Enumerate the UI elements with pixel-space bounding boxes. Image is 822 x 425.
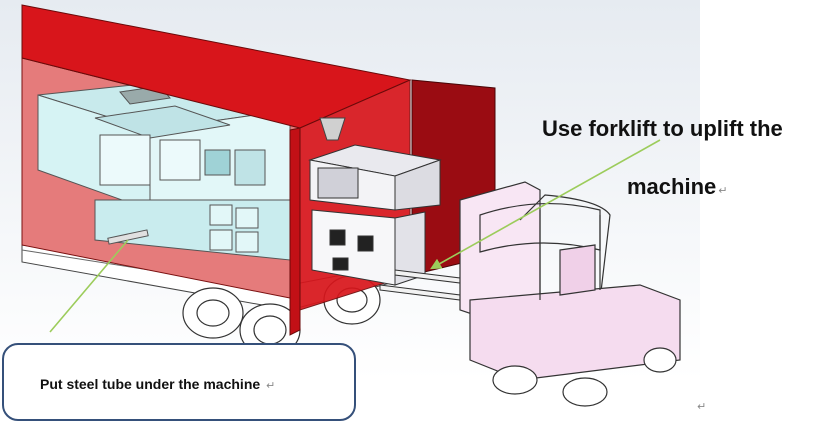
forklift-label-line-1: Use forklift to uplift the [542,116,783,142]
container-left-door [290,128,300,335]
tube-label: Put steel tube under the machine ↵ [40,376,275,392]
return-mark: ↵ [697,400,706,413]
return-mark: ↵ [718,185,727,197]
forklift-label-text: machine [627,174,716,199]
forklift-label-line-2: machine↵ [627,174,727,200]
tube-label-text: Put steel tube under the machine [40,376,260,392]
return-mark: ↵ [266,380,275,392]
tube-callout-box: Put steel tube under the machine ↵ [2,343,356,421]
